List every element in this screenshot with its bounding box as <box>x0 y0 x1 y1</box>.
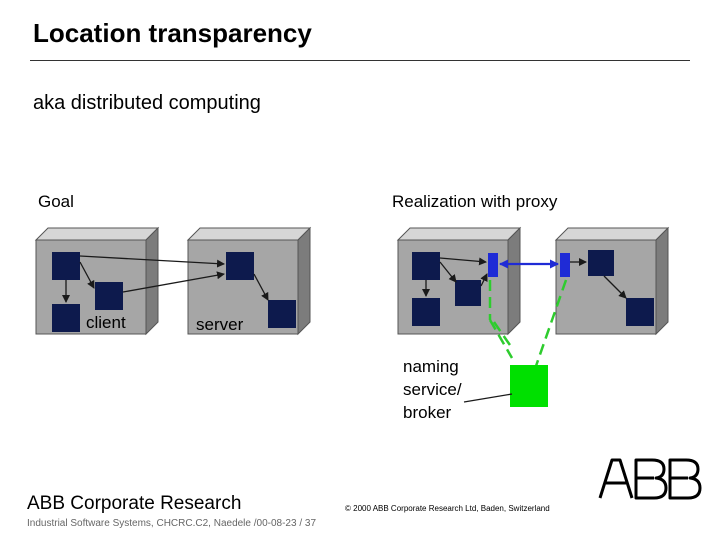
realization-heading: Realization with proxy <box>392 192 558 211</box>
client-to-server-arrow-2 <box>122 271 225 293</box>
proxy-client-object-bottom-left <box>412 298 440 326</box>
naming-service-label-line-1: naming <box>403 357 459 376</box>
slide-title: Location transparency <box>33 18 312 48</box>
client-object-bottom-left <box>52 304 80 332</box>
proxy-client-arrow-right <box>439 261 457 283</box>
proxy-server-object-bottom <box>626 298 654 326</box>
broker-link-3 <box>492 321 514 349</box>
naming-service-node <box>510 365 548 407</box>
server-object-bottom <box>268 300 296 328</box>
broker-link-2 <box>488 319 514 359</box>
client-proxy <box>488 253 498 277</box>
server-label: server <box>196 315 244 334</box>
client-to-server-arrow-1 <box>79 255 225 268</box>
abb-logo-letter-b1 <box>634 458 668 500</box>
slide-subtitle: aka distributed computing <box>33 92 261 114</box>
footer-organization: ABB Corporate Research <box>27 493 242 514</box>
naming-service-pointer <box>463 393 513 403</box>
broker-link-4 <box>534 279 568 367</box>
proxy-client-object-top <box>412 252 440 280</box>
object-to-client-proxy-arrow-2 <box>480 273 488 287</box>
client-object-bottom-right <box>95 282 123 310</box>
server-object-top <box>226 252 254 280</box>
copyright-notice: © 2000 ABB Corporate Research Ltd, Baden… <box>345 504 550 513</box>
abb-logo-letter-b2 <box>668 458 702 500</box>
client-label: client <box>86 313 126 332</box>
client-internal-arrow-right <box>79 261 95 289</box>
naming-service-label-line-3: broker <box>403 403 452 422</box>
title-divider <box>30 60 690 61</box>
server-proxy <box>560 253 570 277</box>
server-internal-arrow <box>253 273 269 301</box>
naming-service-label-line-2: service/ <box>403 380 462 399</box>
object-to-client-proxy-arrow-1 <box>439 257 487 266</box>
proxy-client-object-bottom-right <box>455 280 481 306</box>
proxy-server-object-top <box>588 250 614 276</box>
goal-heading: Goal <box>38 192 74 211</box>
client-object-top <box>52 252 80 280</box>
abb-logo <box>598 458 702 500</box>
abb-logo-letter-a <box>598 458 634 499</box>
proxy-server-internal-arrow <box>603 275 627 299</box>
footer-subline: Industrial Software Systems, CHCRC.C2, N… <box>27 518 317 529</box>
